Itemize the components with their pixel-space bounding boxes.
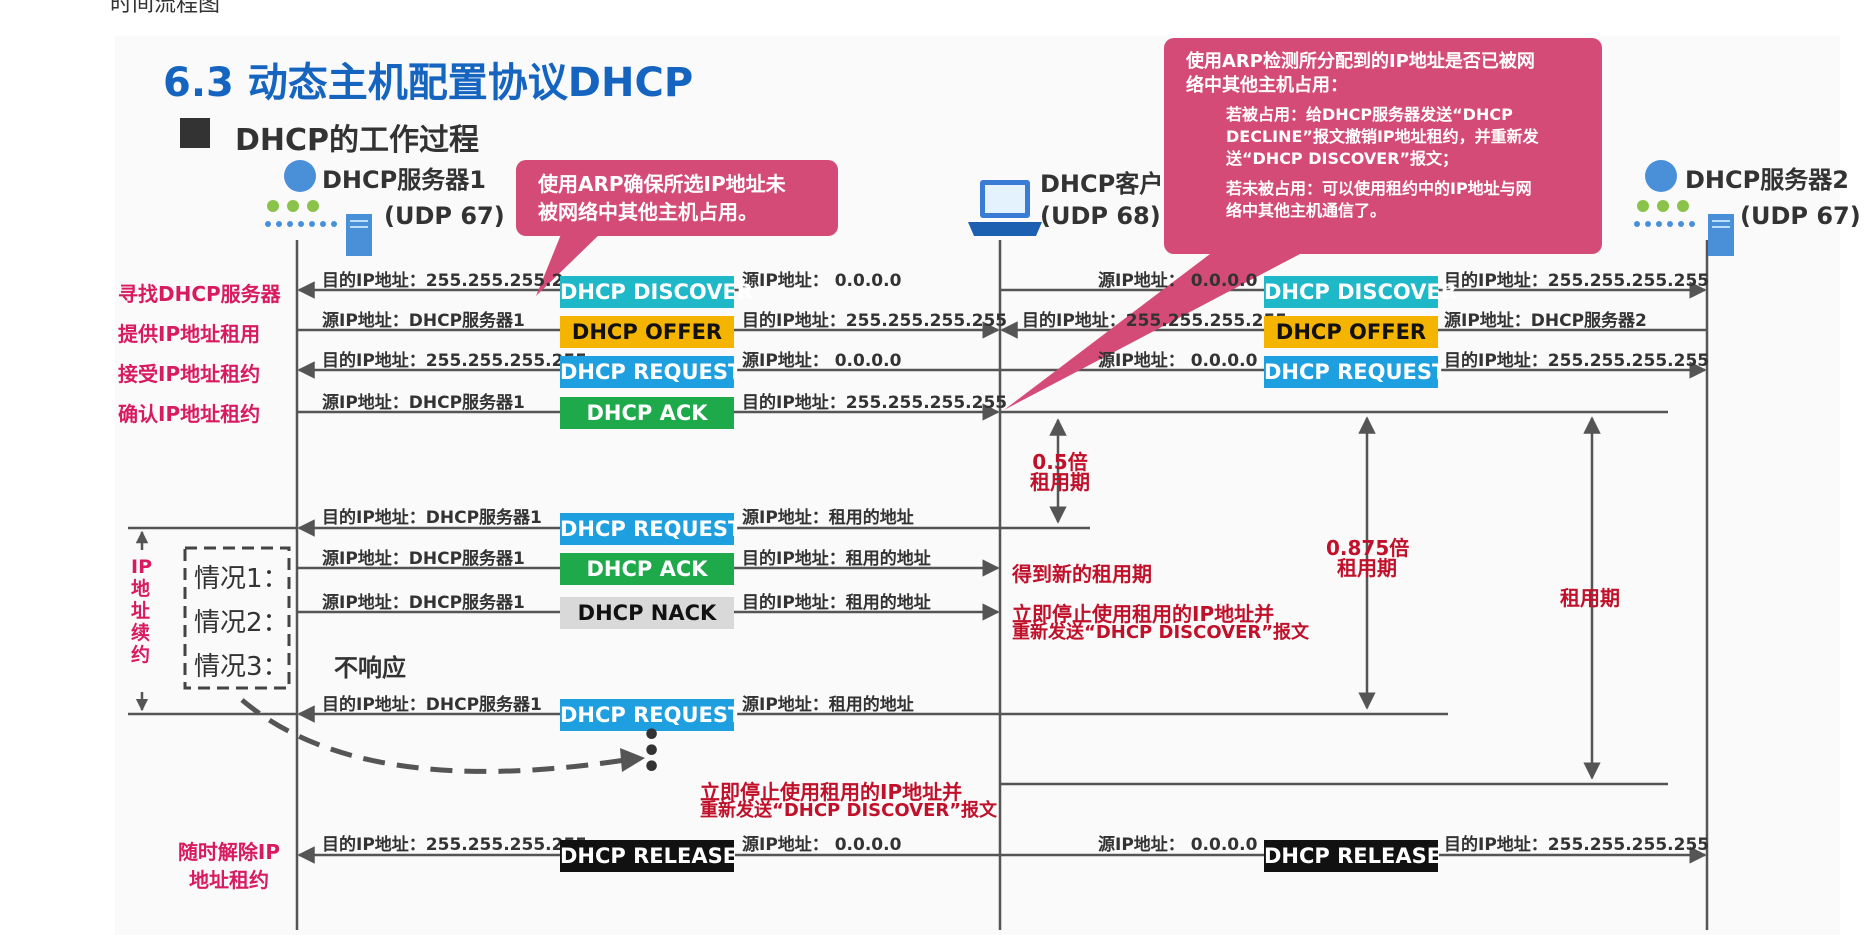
msg-discover-right: DHCP DISCOVER: [1264, 276, 1457, 308]
addr-label: 目的IP地址：255.255.255.255: [742, 393, 1008, 413]
msg-offer-right: DHCP OFFER: [1264, 316, 1438, 348]
ellipsis-dots: •••: [642, 718, 662, 785]
server2-name: DHCP服务器2: [1685, 166, 1849, 194]
addr-label: 目的IP地址：255.255.255.255: [742, 311, 1008, 331]
step-discover: 寻找DHCP服务器: [118, 282, 281, 306]
section-subtitle: DHCP的工作过程: [235, 123, 480, 158]
addr-label: 源IP地址：DHCP服务器1: [322, 593, 525, 613]
msg-ack-left: DHCP ACK: [560, 397, 734, 429]
addr-label: 目的IP地址：租用的地址: [742, 593, 931, 613]
addr-label: 源IP地址：DHCP服务器1: [322, 393, 525, 413]
addr-label: 目的IP地址：DHCP服务器1: [322, 508, 542, 528]
server1-port: (UDP 67): [384, 202, 505, 230]
addr-label: 目的IP地址：255.255.255.255: [1444, 835, 1710, 855]
step-request: 接受IP地址租约: [118, 362, 261, 386]
renewal-side-label: IP 地 址 续 约: [131, 556, 152, 666]
page-title: 6.3 动态主机配置协议DHCP: [163, 60, 694, 106]
addr-label: 目的IP地址：255.255.255.255: [1444, 271, 1710, 291]
server2-icon: [1634, 160, 1734, 256]
arp-select-pointer: [536, 232, 602, 296]
addr-label: 目的IP地址：255.255.255.255: [1022, 311, 1288, 331]
no-response: 不响应: [334, 654, 406, 682]
case-2: 情况2：: [194, 608, 289, 638]
case-3: 情况3：: [194, 652, 289, 682]
addr-label: 源IP地址： 0.0.0.0: [742, 351, 902, 371]
msg-renew-ack: DHCP ACK: [560, 553, 734, 585]
arp-check-callout: 使用ARP检测所分配到的IP地址是否已被网 络中其他主机占用： 若被占用：给DH…: [1164, 38, 1602, 254]
addr-label: 目的IP地址：255.255.255.255: [322, 351, 588, 371]
bullet-square-icon: [180, 118, 210, 148]
lease-label: 租用期: [1560, 586, 1620, 610]
half-lease-label: 0.5倍租用期: [1030, 450, 1090, 494]
addr-label: 源IP地址： 0.0.0.0: [1098, 835, 1258, 855]
msg-release-left: DHCP RELEASE: [560, 840, 737, 872]
msg-renew-request: DHCP REQUEST: [560, 513, 742, 545]
server1-name: DHCP服务器1: [322, 166, 486, 194]
stop-note-1a: 立即停止使用租用的IP地址并: [1012, 602, 1275, 626]
arp-select-callout: 使用ARP确保所选IP地址未 被网络中其他主机占用。: [516, 160, 838, 236]
addr-label: 源IP地址： 0.0.0.0: [1098, 351, 1258, 371]
new-lease-note: 得到新的租用期: [1012, 562, 1152, 586]
addr-label: 源IP地址：租用的地址: [742, 695, 914, 715]
dashed-curve-arrowhead: [620, 748, 645, 772]
server2-port: (UDP 67): [1740, 202, 1861, 230]
addr-label: 源IP地址：DHCP服务器1: [322, 549, 525, 569]
step-offer: 提供IP地址租用: [118, 322, 261, 346]
msg-offer-left: DHCP OFFER: [560, 316, 734, 348]
addr-label: 目的IP地址：255.255.255.255: [1444, 351, 1710, 371]
msg-release-right: DHCP RELEASE: [1264, 840, 1441, 872]
header-fragment: 时间流程图: [110, 0, 221, 17]
addr-label: 源IP地址：DHCP服务器2: [1444, 311, 1647, 331]
addr-label: 源IP地址： 0.0.0.0: [1098, 271, 1258, 291]
addr-label: 目的IP地址：255.255.255.255: [322, 835, 588, 855]
client-laptop-icon: [968, 180, 1042, 236]
msg-request-right: DHCP REQUEST: [1264, 356, 1446, 388]
addr-label: 源IP地址：DHCP服务器1: [322, 311, 525, 331]
addr-label: 目的IP地址：DHCP服务器1: [322, 695, 542, 715]
step-release: 随时解除IP地址租约: [177, 840, 281, 892]
stop-note-1b: 重新发送“DHCP DISCOVER”报文: [1012, 622, 1310, 643]
msg-renew-nack: DHCP NACK: [560, 597, 734, 629]
cases-dashed-box: [183, 546, 291, 690]
stop-note-2b: 重新发送“DHCP DISCOVER”报文: [700, 800, 998, 821]
stop-note-2a: 立即停止使用租用的IP地址并: [700, 780, 963, 804]
dashed-curve-arrow: [240, 698, 626, 774]
addr-label: 源IP地址： 0.0.0.0: [742, 835, 902, 855]
addr-label: 目的IP地址：255.255.255.255: [322, 271, 562, 291]
addr-label: 源IP地址： 0.0.0.0: [742, 271, 902, 291]
arp-check-pointer: [1004, 254, 1300, 410]
server1-icon: [265, 160, 372, 256]
client-port: (UDP 68): [1040, 202, 1161, 230]
msg-rerequest: DHCP REQUEST: [560, 699, 742, 731]
addr-label: 目的IP地址：租用的地址: [742, 549, 931, 569]
msg-discover-left: DHCP DISCOVER: [560, 276, 753, 308]
step-ack: 确认IP地址租约: [118, 402, 261, 426]
msg-request-left: DHCP REQUEST: [560, 356, 742, 388]
addr-label: 源IP地址：租用的地址: [742, 508, 914, 528]
case-1: 情况1：: [194, 564, 289, 594]
client-name: DHCP客户: [1040, 170, 1164, 198]
t875-lease-label: 0.875倍租用期: [1326, 536, 1410, 580]
